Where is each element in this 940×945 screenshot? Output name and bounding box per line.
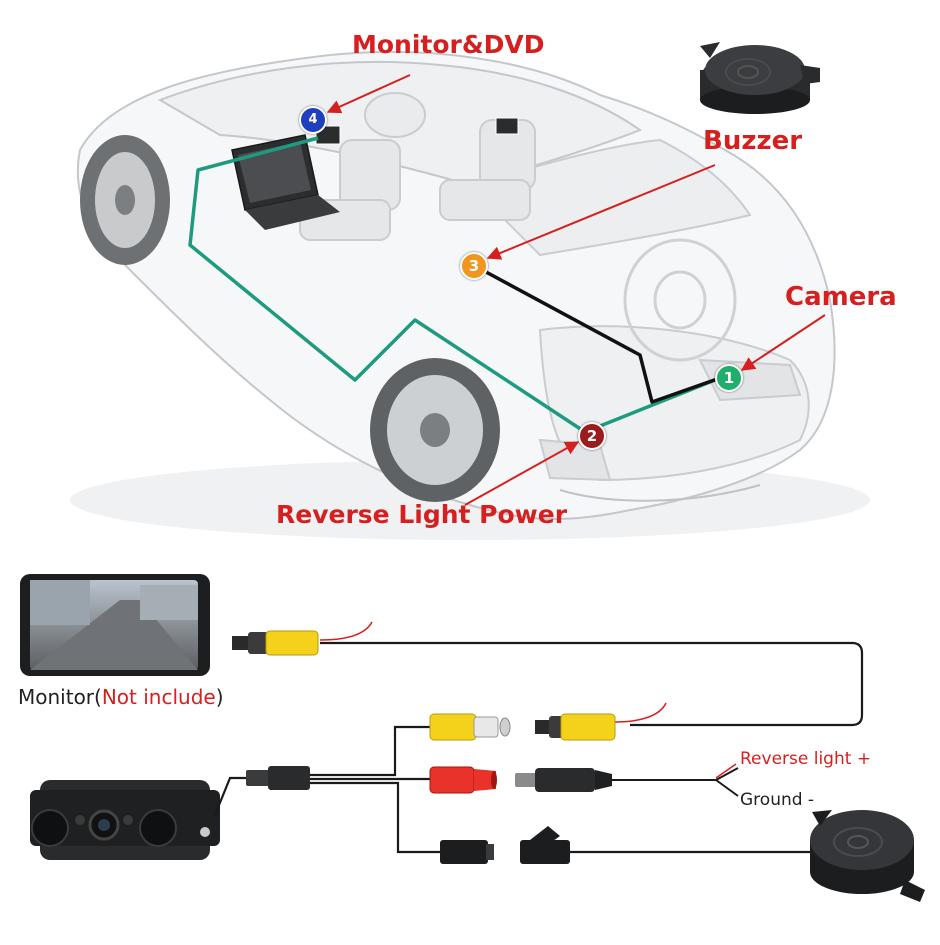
arrow-camera [740, 314, 826, 371]
rca-male-plug-monitor [232, 630, 319, 656]
marker-4: 4 [299, 106, 327, 134]
power-wire-red [715, 763, 737, 779]
route-wire-black [472, 263, 721, 404]
arrow-monitor [326, 74, 411, 114]
buzzer-icon [700, 42, 820, 114]
power-wire-fork [612, 767, 739, 797]
monitor-text: Monitor [18, 685, 95, 709]
branch-video [310, 725, 430, 777]
marker-1: 1 [715, 364, 743, 392]
label-reverse-light-power: Reverse Light Power [276, 500, 568, 529]
dc-male-plug [515, 768, 612, 792]
not-include-text: Not include [101, 685, 216, 709]
paren-close: ) [215, 685, 224, 709]
tablet-monitor-icon [20, 574, 210, 676]
label-camera: Camera [785, 282, 897, 312]
label-reverse-light-plus: Reverse light + [740, 749, 872, 769]
buzzer-connector-female [440, 840, 494, 864]
parking-camera-icon [30, 780, 220, 860]
buzzer-bottom-icon [810, 810, 925, 902]
buzzer-connector-male [520, 826, 570, 864]
trigger-wire-2 [614, 702, 667, 723]
label-monitor: Monitor(Not include) [18, 685, 224, 709]
camera-cable [213, 776, 246, 816]
car-wheels [80, 135, 737, 502]
label-buzzer: Buzzer [703, 126, 803, 156]
marker-3: 3 [460, 252, 488, 280]
video-cable [320, 641, 864, 727]
cable-splitter [246, 766, 310, 790]
marker-2: 2 [578, 422, 606, 450]
rca-female-jack [429, 713, 511, 741]
paren-open: ( [94, 685, 102, 709]
rca-male-plug-camera [535, 713, 616, 741]
trigger-wire-1 [319, 621, 373, 641]
label-monitor-dvd: Monitor&DVD [352, 30, 545, 59]
dc-female-jack [429, 766, 497, 794]
arrow-reverse [464, 441, 580, 506]
label-ground-minus: Ground - [740, 790, 815, 810]
arrow-buzzer [486, 164, 716, 260]
branch-buzzer [310, 781, 440, 854]
